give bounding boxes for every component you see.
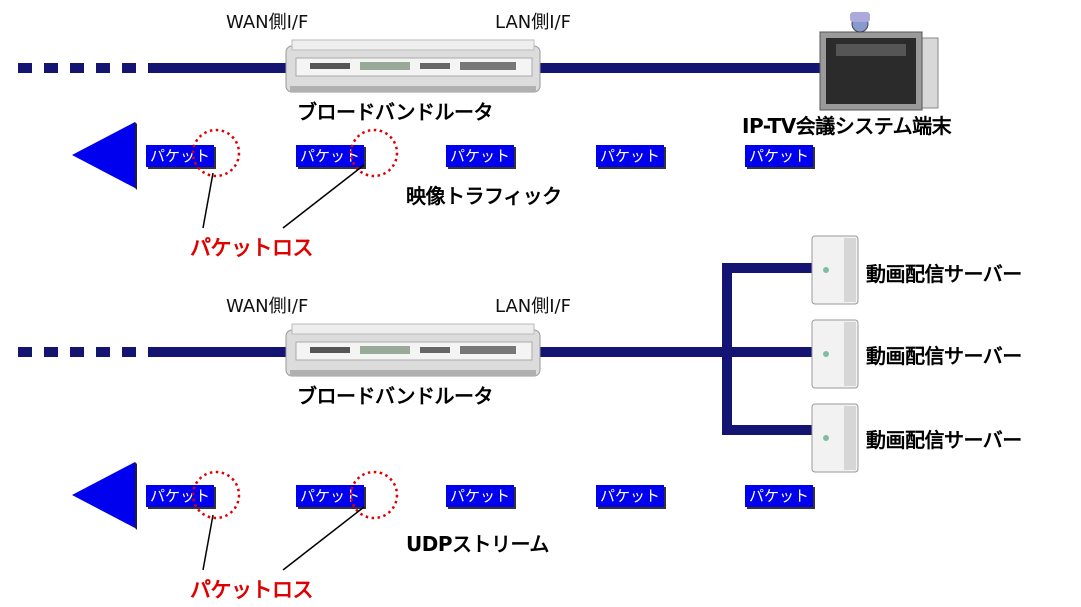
server-icon: [811, 235, 859, 305]
top-packet-loss-label: パケットロス: [190, 236, 314, 260]
server-icon: [811, 403, 859, 473]
bottom-wan-line: [148, 347, 288, 357]
top-packet-2: パケット: [296, 145, 364, 167]
top-wan-dashed-line: [18, 63, 136, 73]
top-direction-arrow: [72, 122, 135, 188]
top-router-icon: [285, 39, 541, 93]
top-packet-3: パケット: [446, 145, 515, 167]
bottom-traffic-label: UDPストリーム: [406, 532, 549, 556]
top-packet-4: パケット: [596, 145, 665, 167]
bottom-direction-arrow: [72, 462, 135, 528]
bottom-packet-1: パケット: [146, 485, 214, 507]
top-lan-line: [538, 63, 820, 73]
bottom-packet-5: パケット: [745, 485, 814, 507]
iptv-terminal-icon: [819, 12, 939, 111]
bottom-packet-loss-label: パケットロス: [190, 578, 314, 602]
server-label-1: 動画配信サーバー: [866, 262, 1022, 286]
top-lan-label: LAN側I/F: [495, 12, 571, 33]
top-wan-label: WAN側I/F: [226, 12, 309, 33]
top-packet-1: パケット: [146, 145, 214, 167]
server-label-3: 動画配信サーバー: [866, 428, 1022, 452]
bottom-packet-3: パケット: [446, 485, 515, 507]
bottom-wan-label: WAN側I/F: [226, 296, 309, 317]
iptv-terminal-label: IP-TV会議システム端末: [742, 114, 952, 138]
server-branch-2: [722, 347, 812, 357]
top-packet-5: パケット: [745, 145, 814, 167]
bottom-packet-2: パケット: [296, 485, 364, 507]
top-router-label: ブロードバンドルータ: [297, 100, 494, 124]
server-label-2: 動画配信サーバー: [866, 344, 1022, 368]
server-branch-1: [722, 263, 812, 273]
bottom-router-icon: [285, 323, 541, 377]
bottom-packet-4: パケット: [596, 485, 665, 507]
top-traffic-label: 映像トラフィック: [406, 184, 562, 208]
top-wan-line: [148, 63, 288, 73]
bottom-router-label: ブロードバンドルータ: [297, 384, 494, 408]
bottom-wan-dashed-line: [18, 347, 136, 357]
bottom-lan-line: [538, 347, 732, 357]
server-branch-3: [722, 425, 812, 435]
server-icon: [811, 319, 859, 389]
bottom-lan-label: LAN側I/F: [495, 296, 571, 317]
